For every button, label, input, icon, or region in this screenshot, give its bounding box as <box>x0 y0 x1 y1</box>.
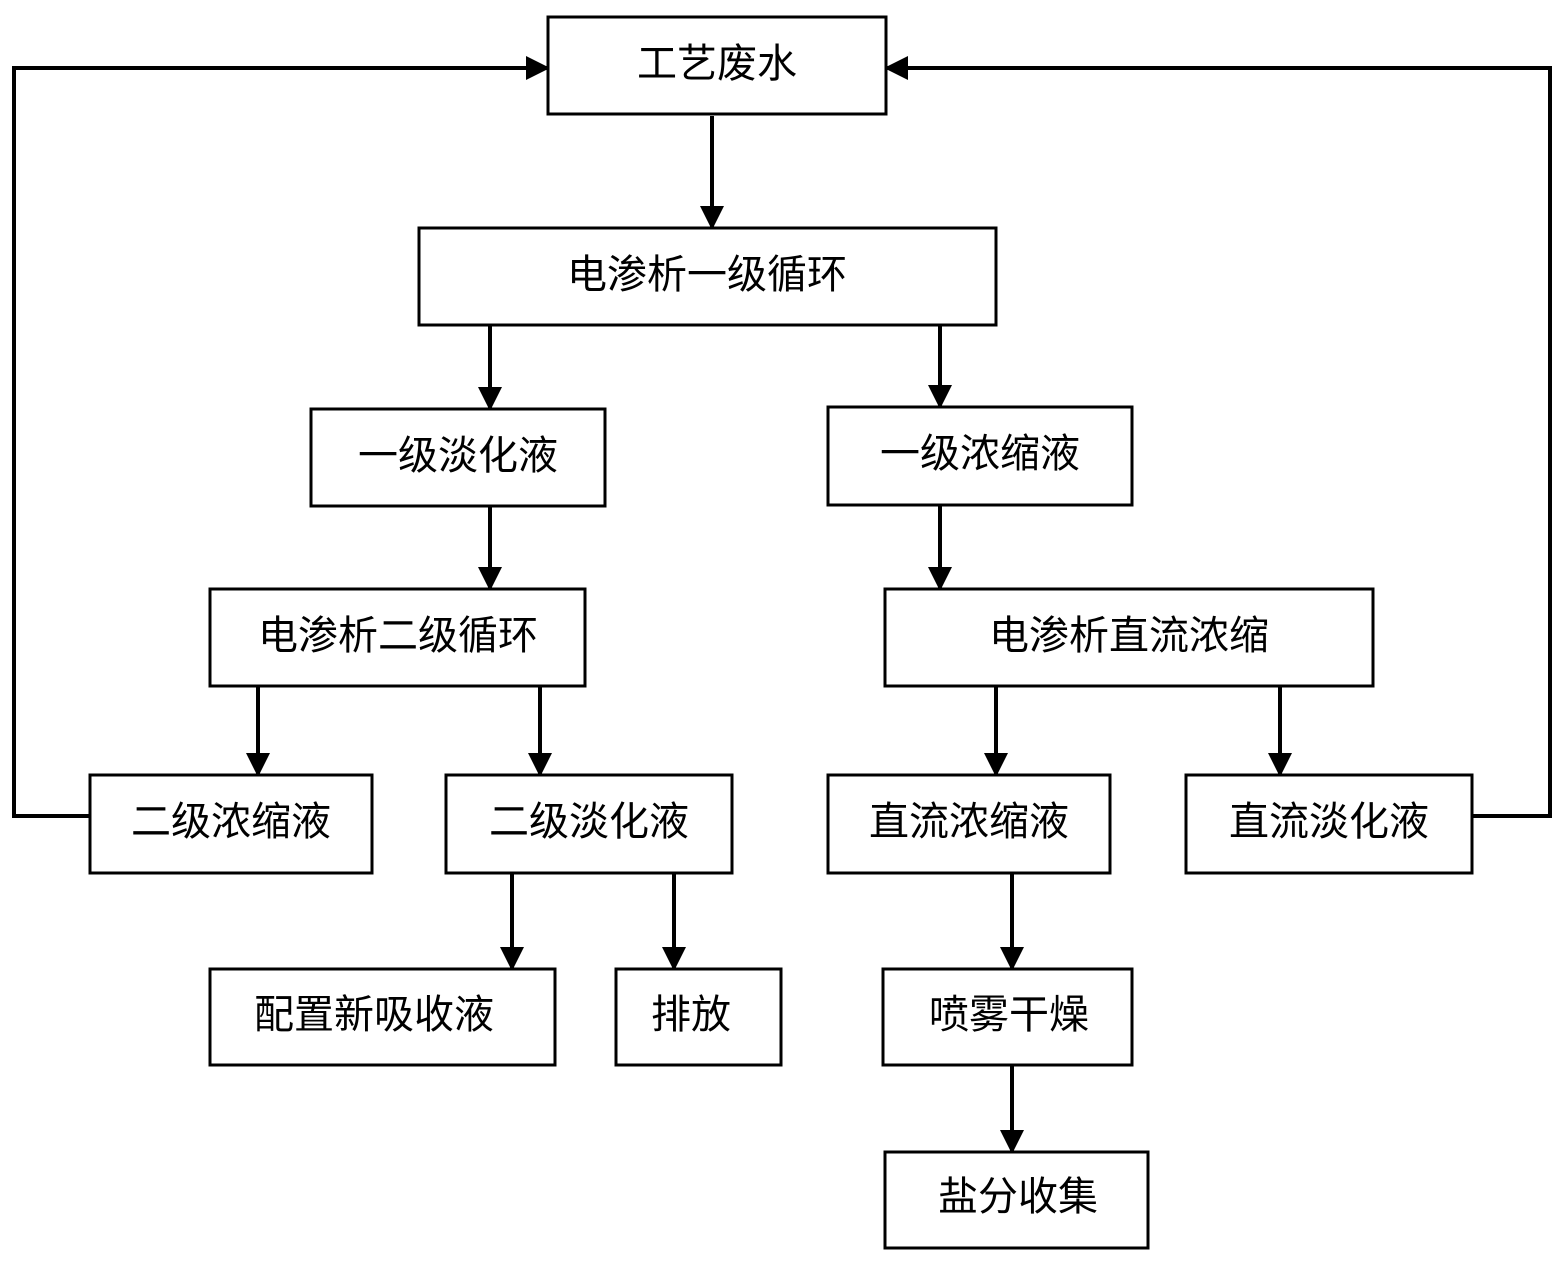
arrow-stage2-concentrate-return-to-wastewater <box>12 56 550 818</box>
node-ed-stage2-cycle: 电渗析二级循环 <box>208 587 587 688</box>
node-ed-stage1-cycle-label: 电渗析一级循环 <box>567 252 847 298</box>
node-stage2-concentrate: 二级浓缩液 <box>88 773 374 875</box>
node-dc-concentrate: 直流浓缩液 <box>826 773 1112 875</box>
nodes: 工艺废水 电渗析一级循环 一级淡化液 一级浓缩液 电渗析二级循环 电渗析直流浓缩… <box>88 15 1474 1250</box>
node-spray-drying-label: 喷雾干燥 <box>929 992 1089 1038</box>
node-process-wastewater-label: 工艺废水 <box>637 41 797 87</box>
node-dc-diluate: 直流淡化液 <box>1184 773 1474 875</box>
node-ed-stage2-cycle-label: 电渗析二级循环 <box>258 613 538 659</box>
node-salt-collection: 盐分收集 <box>883 1150 1150 1250</box>
node-prepare-absorbent-label: 配置新吸收液 <box>254 992 494 1038</box>
node-stage2-concentrate-label: 二级浓缩液 <box>131 799 331 845</box>
node-discharge: 排放 <box>614 967 783 1067</box>
edges <box>12 56 1552 1154</box>
node-dc-concentrate-label: 直流浓缩液 <box>869 799 1069 845</box>
node-stage1-diluate-label: 一级淡化液 <box>358 433 558 479</box>
node-process-wastewater: 工艺废水 <box>546 15 888 116</box>
arrow-dc-diluate-return-to-wastewater <box>884 56 1552 818</box>
node-dc-diluate-label: 直流淡化液 <box>1229 799 1429 845</box>
node-ed-stage1-cycle: 电渗析一级循环 <box>417 226 998 327</box>
node-stage1-concentrate-label: 一级浓缩液 <box>880 431 1080 477</box>
node-stage1-concentrate: 一级浓缩液 <box>826 405 1134 507</box>
node-spray-drying: 喷雾干燥 <box>881 967 1134 1067</box>
node-salt-collection-label: 盐分收集 <box>938 1174 1098 1220</box>
node-ed-dc-concentration: 电渗析直流浓缩 <box>883 587 1375 688</box>
node-stage2-diluate-label: 二级淡化液 <box>489 799 689 845</box>
node-stage1-diluate: 一级淡化液 <box>309 407 607 508</box>
node-discharge-label: 排放 <box>651 992 731 1038</box>
node-stage2-diluate: 二级淡化液 <box>444 773 734 875</box>
node-prepare-absorbent: 配置新吸收液 <box>208 967 557 1067</box>
node-ed-dc-concentration-label: 电渗析直流浓缩 <box>989 613 1269 659</box>
